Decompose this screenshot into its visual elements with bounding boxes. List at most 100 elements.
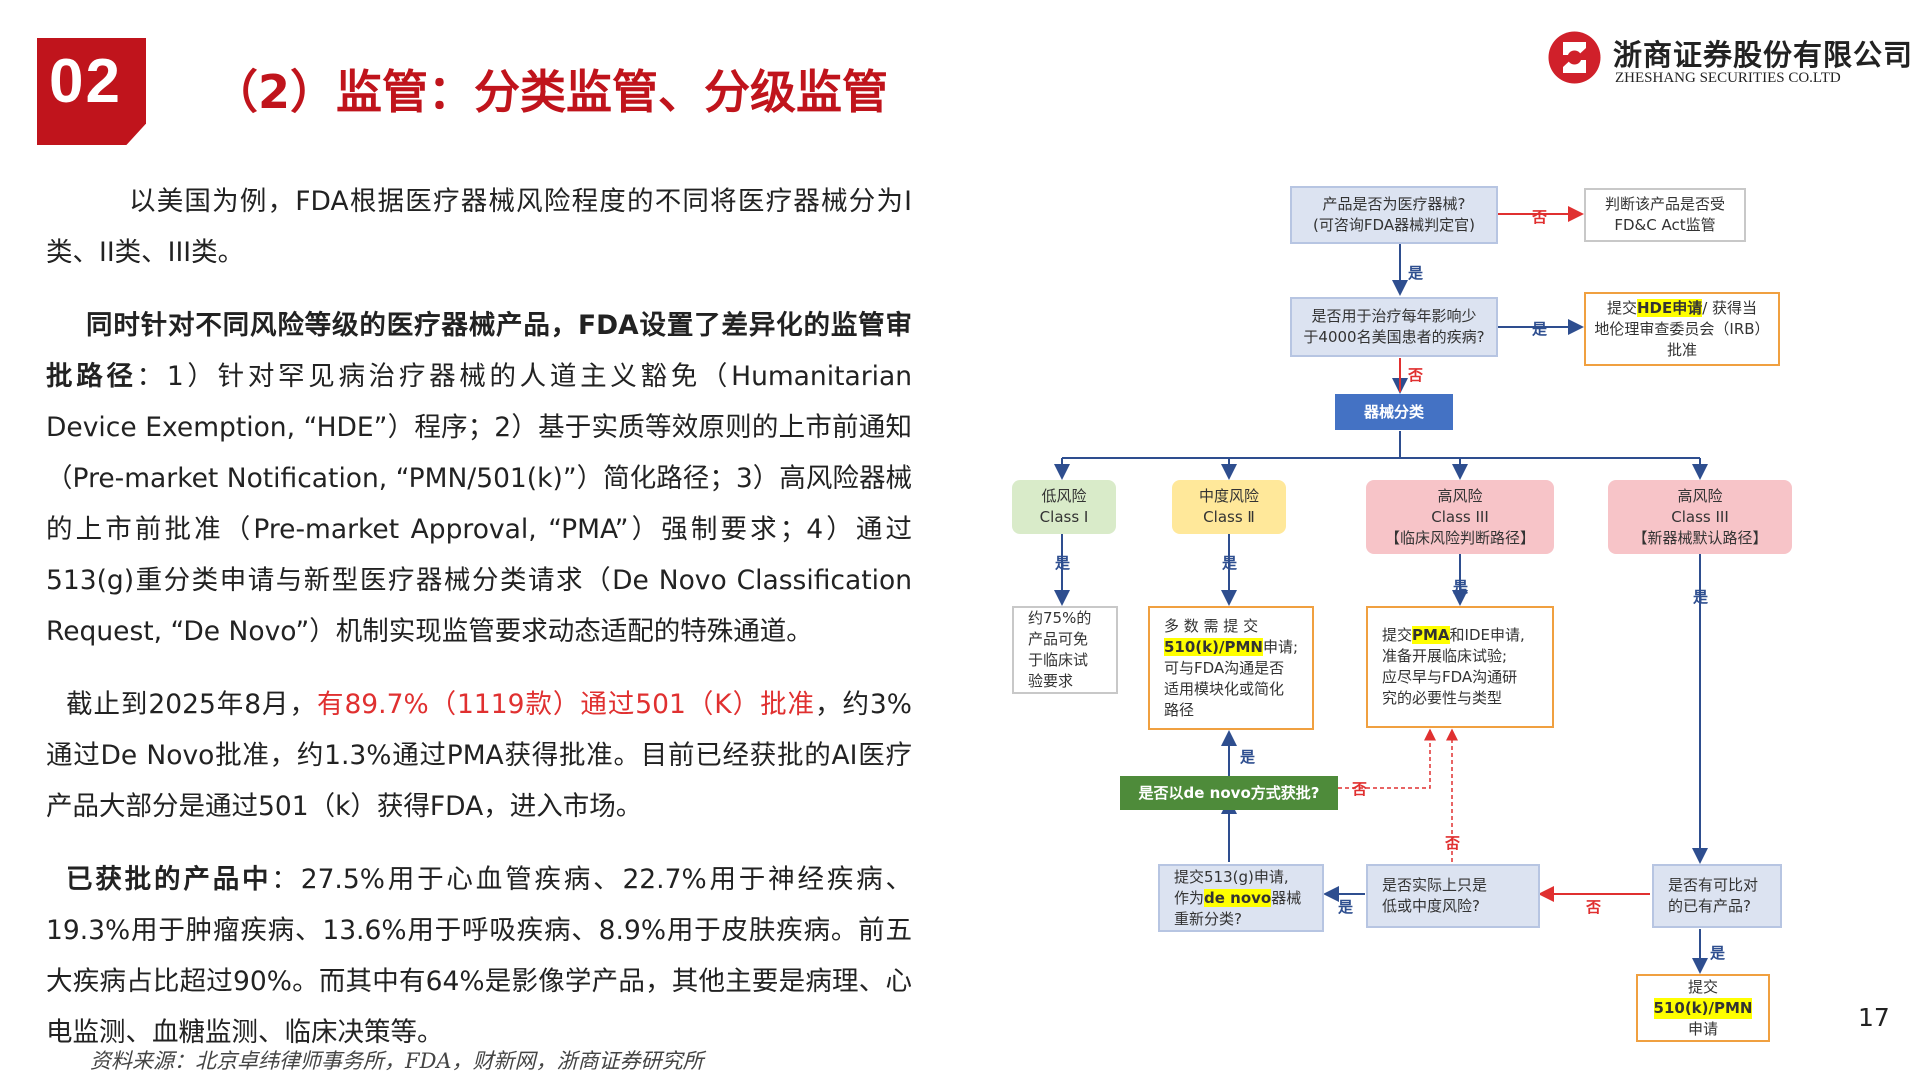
q1-line-2: (可咨询FDA器械判定官) <box>1313 216 1475 234</box>
mid-line-2b: 申请; <box>1262 637 1299 656</box>
fdc-line-1: 判断该产品是否受 <box>1604 195 1725 213</box>
label-no-compare: 否 <box>1586 898 1602 916</box>
label-yes-513g: 是 <box>1338 898 1354 916</box>
q2-line-1: 是否用于治疗每年影响少 <box>1311 307 1477 325</box>
node-classify: 器械分类 <box>1335 394 1453 430</box>
node-513g: 提交513(g)申请, 作为de novo器械重新分类? <box>1158 864 1324 932</box>
pma-b: 和IDE申请, <box>1449 626 1525 644</box>
k510-line-1: 提交 <box>1687 977 1718 996</box>
q1-line-1: 产品是否为医疗器械? <box>1322 195 1466 213</box>
c3-line-2: Class III <box>1431 507 1489 526</box>
page-number: 17 <box>1858 1003 1890 1032</box>
slide-title: （2）监管：分类监管、分级监管 <box>212 65 889 119</box>
node-exempt: 约75%的产品可免于临床试验要求 <box>1012 606 1118 694</box>
hde-a: 提交 <box>1606 298 1637 317</box>
paragraph-2-bold: 同时针对不同风险等级的医疗器械产品，FDA设置了差异化的监管审批路径 <box>46 310 912 392</box>
paragraph-3-b: ，约3%通过De Novo批准，约1.3%通过PMA获得批准。目前已经获批的AI… <box>46 689 912 822</box>
node-class-2: 中度风险 Class Ⅱ <box>1172 480 1286 534</box>
node-class-3-clinical: 高风险 Class III 【临床风险判断路径】 <box>1366 480 1554 554</box>
section-number: 02 <box>49 47 122 116</box>
s513-b: 器械 <box>1271 888 1302 907</box>
compare-line-1: 是否有可比对 <box>1668 876 1759 894</box>
paragraph-2-text: ：1）针对罕见病治疗器械的人道主义豁免（Humanitarian Device … <box>46 361 912 647</box>
k510-line-3: 申请 <box>1687 1019 1718 1038</box>
c3-line-1: 高风险 <box>1437 486 1483 505</box>
node-pma: 提交PMA和IDE申请, 准备开展临床试验; 应尽早与FDA沟通研究的必要性与类型 <box>1366 606 1554 728</box>
c2-line-2: Class Ⅱ <box>1203 508 1255 526</box>
mid-line-5: 路径 <box>1164 700 1195 719</box>
s513-line-3: 重新分类? <box>1174 909 1242 928</box>
hde-b: / 获得当 <box>1702 298 1758 317</box>
compare-line-2: 的已有产品? <box>1668 897 1751 915</box>
mid-line-4: 适用模块化或简化 <box>1164 679 1285 698</box>
node-denovo-question: 是否以de novo方式获批? <box>1120 776 1338 810</box>
s513-highlight: de novo <box>1204 888 1272 907</box>
paragraph-3-a: 截止到2025年8月， <box>66 689 317 720</box>
paragraph-4: 已获批的产品中：27.5%用于心血管疾病、22.7%用于神经疾病、19.3%用于… <box>46 854 912 1058</box>
pma-line-3: 应尽早与FDA沟通研 <box>1382 668 1518 686</box>
label-yes-1: 是 <box>1408 264 1424 282</box>
paragraph-1: 以美国为例，FDA根据医疗器械风险程度的不同将医疗器械分为I类、II类、III类… <box>46 186 912 268</box>
pma-line-4: 究的必要性与类型 <box>1382 689 1503 707</box>
c2-line-1: 中度风险 <box>1198 487 1259 505</box>
label-yes-c3: 是 <box>1453 578 1469 596</box>
body-text: 以美国为例，FDA根据医疗器械风险程度的不同将医疗器械分为I类、II类、III类… <box>46 176 912 1058</box>
label-yes-c4: 是 <box>1693 588 1709 606</box>
node-class-1: 低风险 Class Ⅰ <box>1012 480 1116 534</box>
label-no-2: 否 <box>1408 366 1424 384</box>
q2-line-2: 于4000名美国患者的疾病? <box>1303 328 1485 346</box>
node-fdc-act: 判断该产品是否受 FD&C Act监管 <box>1584 188 1746 242</box>
paragraph-3-highlight: 有89.7%（1119款）通过501（K）批准 <box>316 689 816 720</box>
exempt-line-4: 验要求 <box>1028 672 1074 690</box>
label-no-lowmid: 否 <box>1445 834 1461 852</box>
exempt-line-1: 约75%的 <box>1028 609 1092 627</box>
paragraph-2: 同时针对不同风险等级的医疗器械产品，FDA设置了差异化的监管审批路径：1）针对罕… <box>46 300 912 657</box>
zheshang-logo-icon <box>1548 31 1601 84</box>
paragraph-4-bold: 已获批的产品中 <box>66 864 272 895</box>
s513-a: 作为 <box>1174 888 1205 907</box>
pma-highlight: PMA <box>1412 626 1450 644</box>
node-510k-mid: 多 数 需 提 交 510(k)/PMN申请; 可与FDA沟通是否适用模块化或简化路… <box>1148 606 1314 730</box>
hde-line-2: 地伦理审查委员会（IRB） <box>1594 319 1770 338</box>
label-yes-denovo: 是 <box>1240 748 1256 766</box>
logo-name-cn: 浙商证券股份有限公司 <box>1613 38 1914 72</box>
company-logo: 浙商证券股份有限公司 ZHESHANG SECURITIES CO.LTD <box>1547 30 1912 90</box>
label-yes-c1: 是 <box>1055 554 1071 572</box>
source-note: 资料来源：北京卓纬律师事务所，FDA，财新网，浙商证券研究所 <box>90 1049 704 1073</box>
mid-highlight: 510(k)/PMN <box>1164 637 1263 656</box>
node-class-3-new: 高风险 Class III 【新器械默认路径】 <box>1608 480 1792 554</box>
exempt-line-2: 产品可免 <box>1028 630 1089 648</box>
node-is-medical-device: 产品是否为医疗器械? (可咨询FDA器械判定官) <box>1290 186 1498 244</box>
node-comparable: 是否有可比对的已有产品? <box>1652 864 1782 928</box>
pma-a: 提交 <box>1382 626 1413 644</box>
c3-line-3: 【临床风险判断路径】 <box>1384 528 1535 547</box>
fdc-line-2: FD&C Act监管 <box>1614 216 1716 234</box>
flowchart-connectors <box>1054 206 1708 974</box>
label-no-1: 否 <box>1532 208 1548 226</box>
label-yes-compare: 是 <box>1710 944 1726 962</box>
lowmid-line-2: 低或中度风险? <box>1382 897 1480 915</box>
hde-line-3: 批准 <box>1666 340 1697 359</box>
c4-line-3: 【新器械默认路径】 <box>1632 528 1768 547</box>
node-hde: 提交HDE申请/ 获得当地伦理审查委员会（IRB） 批准 <box>1584 292 1780 366</box>
section-badge: 02 <box>37 38 146 145</box>
mid-line-3: 可与FDA沟通是否 <box>1164 658 1285 677</box>
label-yes-2: 是 <box>1532 320 1548 338</box>
exempt-line-3: 于临床试 <box>1028 651 1089 669</box>
s513-line-1: 提交513(g)申请, <box>1174 867 1289 886</box>
c1-line-2: Class Ⅰ <box>1039 508 1089 526</box>
c4-line-1: 高风险 <box>1677 486 1723 505</box>
node-low-mid-risk: 是否实际上只是低或中度风险? <box>1366 864 1540 928</box>
node-rare-disease: 是否用于治疗每年影响少于4000名美国患者的疾病? <box>1290 297 1498 357</box>
c1-line-1: 低风险 <box>1041 487 1087 505</box>
mid-line-1: 多 数 需 提 交 <box>1164 616 1259 635</box>
hde-highlight: HDE申请 <box>1636 298 1703 317</box>
logo-name-en: ZHESHANG SECURITIES CO.LTD <box>1615 70 1841 86</box>
pma-line-2: 准备开展临床试验; <box>1382 647 1508 665</box>
c4-line-2: Class III <box>1671 507 1729 526</box>
k510-highlight: 510(k)/PMN <box>1653 997 1753 1019</box>
paragraph-3: 截止到2025年8月，有89.7%（1119款）通过501（K）批准，约3%通过… <box>46 679 912 832</box>
lowmid-line-1: 是否实际上只是 <box>1382 876 1488 894</box>
label-no-denovo: 否 <box>1352 780 1368 798</box>
